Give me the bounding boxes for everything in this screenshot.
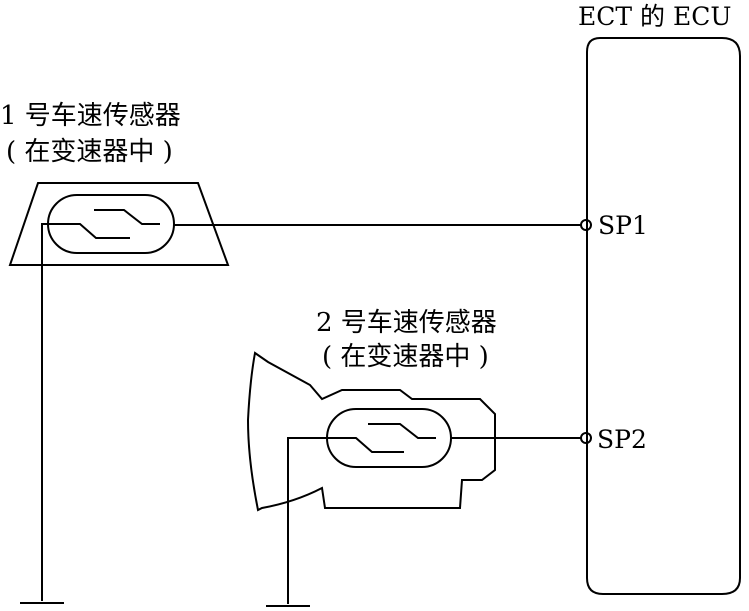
sp1-terminal [580,219,592,231]
sensor2-subtitle: ( 在变速器中 ) [322,342,489,372]
sensor1-title: 1 号车速传感器 [0,101,181,131]
sensor2-housing [246,351,496,512]
sensor1-switch [64,223,130,239]
sensor1-housing [8,182,230,266]
sensor2-title: 2 号车速传感器 [316,308,497,338]
sensor1-subtitle: ( 在变速器中 ) [6,137,173,167]
ecu-box [586,37,741,595]
sensor1-ground-wire [41,223,64,601]
sensor2-switch [340,437,404,453]
ecu-title: ECT 的 ECU [578,2,732,31]
sensor2-ground-wire [287,437,340,604]
pin-label-sp2: SP2 [597,425,647,454]
sp2-terminal [580,432,592,444]
pin-label-sp1: SP1 [598,211,648,240]
sensor1-switch-2 [94,209,160,225]
sensor2-switch-2 [368,423,436,439]
